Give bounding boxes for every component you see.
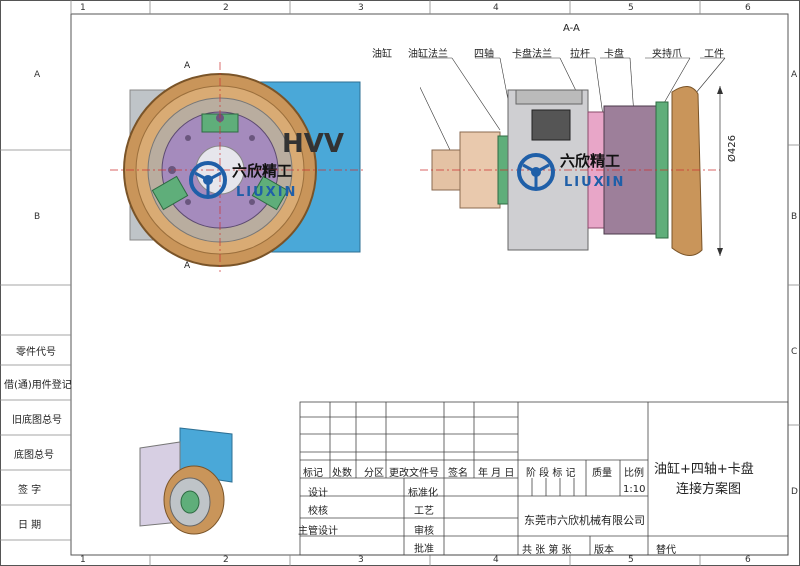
tb-sheet-count: 共 张 第 张 [522,545,572,556]
section-arrow-label-top: A [184,61,191,71]
tb-role-chief: 主管设计 [298,526,338,537]
tb-role-check: 校核 [308,506,328,517]
tb-header-change-doc: 更改文件号 [389,468,439,479]
zone-row-b: B [791,212,798,222]
isometric-view [139,427,233,535]
callout-jaw: 夹持爪 [652,49,682,60]
tb-role-process: 工艺 [414,506,434,517]
hw-logo-mark: HVV [282,129,344,159]
zone-col-3-bottom: 3 [358,555,364,565]
left-label-borrowed: 借(通)用件登记 [4,380,72,391]
zone-col-4-bottom: 4 [493,555,499,565]
callout-oil-cylinder: 油缸 [372,49,392,60]
left-label-base-drawing: 底图总号 [14,450,54,461]
logo-cn-text-right: 六欣精工 [560,152,621,170]
section-view [420,57,726,256]
zone-col-5: 5 [628,3,634,13]
tb-role-standard: 标准化 [408,488,438,499]
callout-pull-rod: 拉杆 [570,49,590,60]
zone-col-3: 3 [358,3,364,13]
company-name: 东莞市六欣机械有限公司 [524,514,645,527]
tb-role-review: 审核 [414,526,434,537]
jaw-left [151,175,189,211]
zone-row-a-left: A [34,70,41,80]
liuxin-logo-icon-right [517,153,555,191]
jaw-right [251,175,289,211]
tb-supersede: 替代 [656,545,676,556]
zone-row-a: A [791,70,798,80]
zone-col-2-bottom: 2 [223,555,229,565]
left-label-part-code: 零件代号 [16,347,56,358]
callout-workpiece: 工件 [704,49,724,60]
zone-col-2: 2 [223,3,229,13]
tb-scale-value: 1:10 [623,484,646,495]
tb-role-approve: 批准 [414,544,434,555]
left-label-old-drawing: 旧底图总号 [12,415,62,426]
left-label-signature: 签 字 [18,485,42,496]
logo-en-text-right: LIUXIN [564,175,626,190]
section-arrow-label-bottom: A [184,261,191,271]
left-label-date: 日 期 [18,520,42,531]
zone-row-d: D [791,487,798,497]
section-title: A-A [563,23,580,34]
zone-col-5-bottom: 5 [628,555,634,565]
zone-row-b-left: B [34,212,41,222]
drawing-title-line1: 油缸+四轴+卡盘 [654,462,754,477]
tb-scale-label: 比例 [624,468,644,479]
tb-version: 版本 [594,545,614,556]
tb-weight: 质量 [592,468,612,479]
tb-header-date: 年 月 日 [478,468,515,479]
liuxin-logo-icon [189,161,227,199]
zone-col-6-bottom: 6 [745,555,751,565]
callout-chuck-flange: 卡盘法兰 [512,49,552,60]
zone-col-1: 1 [80,3,86,13]
tb-header-mark: 标记 [303,468,323,479]
logo-cn-text: 六欣精工 [232,162,293,180]
callout-chuck: 卡盘 [604,49,624,60]
callout-fourth-axis: 四轴 [474,49,494,60]
tb-stage-mark: 阶 段 标 记 [526,468,576,479]
tb-header-count: 处数 [332,468,352,479]
workpiece-section [671,86,703,256]
tb-header-sign: 签名 [448,468,468,479]
zone-col-6: 6 [745,3,751,13]
logo-en-text: LIUXIN [236,185,298,200]
zone-row-c: C [791,347,798,357]
zone-col-1-bottom: 1 [80,555,86,565]
callout-cylinder-flange: 油缸法兰 [408,49,448,60]
tb-role-design: 设计 [308,488,328,499]
zone-col-4: 4 [493,3,499,13]
tb-header-zone: 分区 [364,468,384,479]
drawing-title-line2: 连接方案图 [676,482,742,497]
